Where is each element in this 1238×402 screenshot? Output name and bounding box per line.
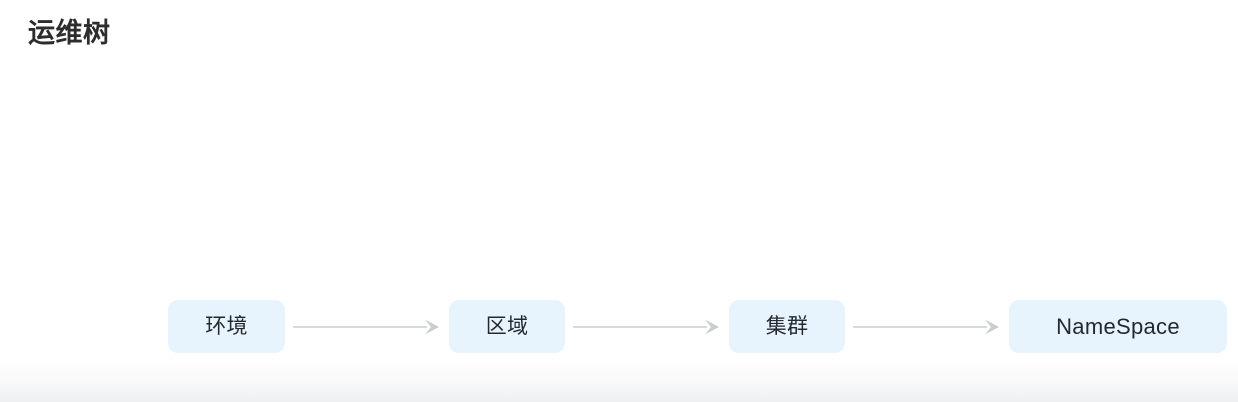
arrow-right-icon <box>845 317 1009 337</box>
tree-node-cluster-label: 集群 <box>765 315 809 338</box>
tree-canvas: 环境 区域 集群 <box>0 60 1238 365</box>
tree-node-env-label: 环境 <box>205 315 248 338</box>
tree-node-zone-label: 区域 <box>485 315 529 338</box>
tree-node-cluster[interactable]: 集群 <box>729 300 845 353</box>
tree-node-zone[interactable]: 区域 <box>449 300 565 353</box>
tree-node-namespace[interactable]: NameSpace <box>1009 300 1227 353</box>
tree-node-env[interactable]: 环境 <box>168 300 285 353</box>
arrow-right-icon <box>285 317 449 337</box>
arrow-right-icon <box>565 317 729 337</box>
bottom-fade-divider <box>0 362 1238 402</box>
page-title: 运维树 <box>28 18 111 48</box>
tree-node-row: 环境 区域 集群 <box>168 300 1227 353</box>
tree-node-namespace-label: NameSpace <box>1056 314 1180 339</box>
